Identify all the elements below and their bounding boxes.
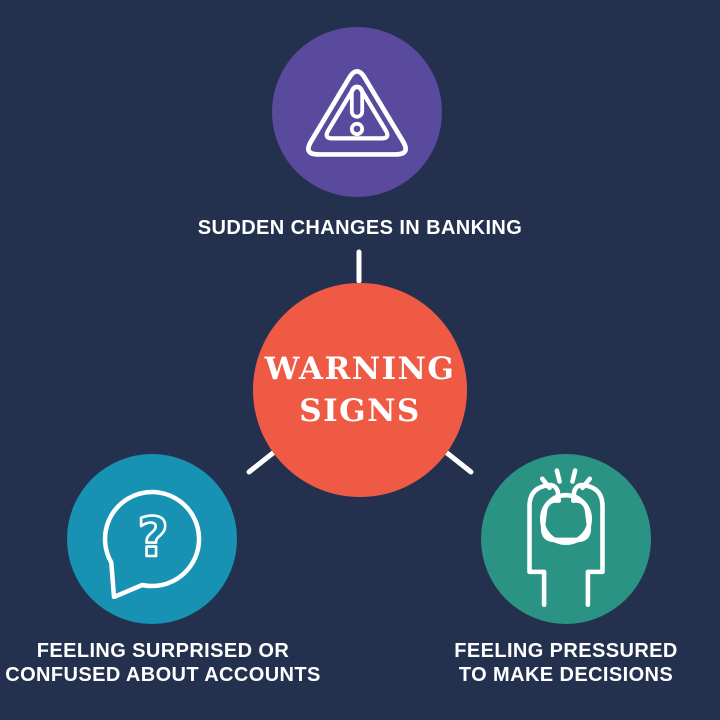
question-bubble-icon: ? [102, 489, 202, 599]
node-surprised-label-line2: CONFUSED ABOUT ACCOUNTS [5, 664, 321, 686]
node-banking-circle [272, 27, 442, 197]
center-circle: WARNING SIGNS [253, 283, 467, 497]
node-banking-label: SUDDEN CHANGES IN BANKING [197, 217, 523, 239]
node-pressured-label-line1: FEELING PRESSURED [454, 640, 678, 662]
center-title-line1: WARNING [264, 351, 456, 387]
warning-triangle-icon [306, 69, 408, 157]
node-surprised-circle: ? [67, 454, 237, 624]
svg-text:?: ? [137, 506, 168, 569]
stressed-person-icon [527, 468, 605, 607]
node-surprised-label-line1: FEELING SURPRISED OR [36, 640, 290, 662]
connector-tick-right [444, 450, 474, 475]
connector-tick-left [246, 450, 276, 475]
node-pressured-label-line2: TO MAKE DECISIONS [458, 664, 674, 686]
node-pressured-label: FEELING PRESSURED TO MAKE DECISIONS [406, 639, 720, 687]
node-surprised-label: FEELING SURPRISED OR CONFUSED ABOUT ACCO… [2, 639, 324, 687]
node-pressured-circle [481, 454, 651, 624]
center-title-line2: SIGNS [299, 393, 421, 429]
